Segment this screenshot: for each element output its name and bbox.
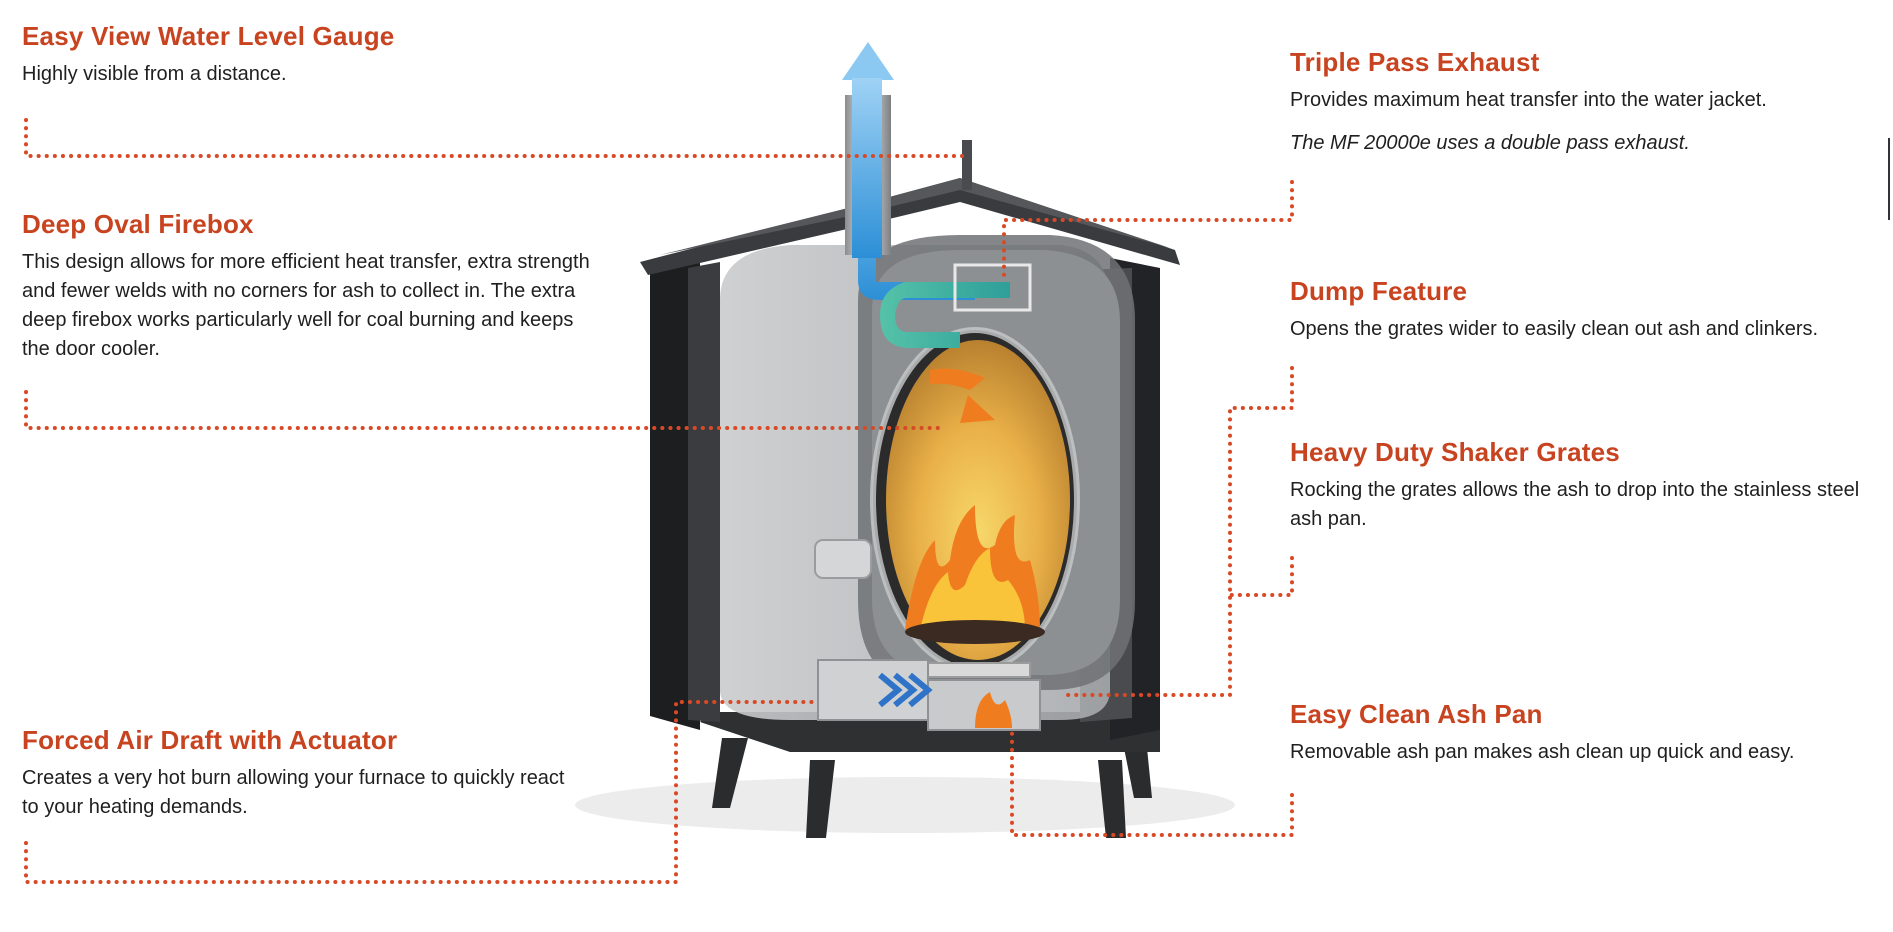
callout-title: Forced Air Draft with Actuator xyxy=(22,725,398,755)
exhaust-arrow-stem xyxy=(852,78,882,258)
callout-text: Removable ash pan makes ash clean up qui… xyxy=(1290,740,1795,763)
leader-water-gauge xyxy=(24,118,967,158)
callout-dump: Dump Feature Opens the grates wider to e… xyxy=(1290,276,1880,344)
cabinet-left-wall xyxy=(650,258,700,730)
callout-text: Rocking the grates allows the ash to dro… xyxy=(1290,478,1860,530)
ash-pan-flame xyxy=(975,692,1012,728)
flame-arrowhead xyxy=(960,395,995,423)
leader-triple-pass xyxy=(1002,180,1294,280)
callout-text: Creates a very hot burn allowing your fu… xyxy=(22,766,565,818)
callout-title: Heavy Duty Shaker Grates xyxy=(1290,437,1620,467)
leader-lines xyxy=(24,118,1294,884)
floor-shadow xyxy=(575,777,1235,833)
callout-ash-pan: Easy Clean Ash Pan Removable ash pan mak… xyxy=(1290,699,1880,767)
callout-text: This design allows for more efficient he… xyxy=(22,250,590,360)
callout-title: Dump Feature xyxy=(1290,276,1468,306)
shaker-grates xyxy=(919,662,1031,678)
callout-forced-air: Forced Air Draft with Actuator Creates a… xyxy=(22,725,582,822)
heat-pass-flow xyxy=(880,282,1010,348)
callout-text: Opens the grates wider to easily clean o… xyxy=(1290,317,1819,340)
callout-title: Triple Pass Exhaust xyxy=(1290,47,1540,77)
callout-title: Easy Clean Ash Pan xyxy=(1290,699,1543,729)
leader-forced-air xyxy=(24,700,820,884)
callout-water-gauge: Easy View Water Level Gauge Highly visib… xyxy=(22,21,582,89)
leader-dump-shaker xyxy=(1062,366,1294,697)
exhaust-baffle xyxy=(953,263,1032,312)
callout-title: Easy View Water Level Gauge xyxy=(22,21,395,51)
base-frame xyxy=(700,712,1160,752)
callout-title: Deep Oval Firebox xyxy=(22,209,254,239)
water-gauge-pipe xyxy=(962,140,972,190)
flame-flow-arrow xyxy=(930,368,985,390)
scrollbar-indicator[interactable] xyxy=(1888,138,1890,220)
callout-shaker: Heavy Duty Shaker Grates Rocking the gra… xyxy=(1290,437,1885,534)
callout-firebox: Deep Oval Firebox This design allows for… xyxy=(22,209,592,364)
blower-unit xyxy=(814,539,933,721)
roof-top xyxy=(660,178,1170,255)
leader-shaker-tick xyxy=(1228,556,1294,597)
callout-note: The MF 20000e uses a double pass exhaust… xyxy=(1290,131,1690,154)
callout-triple-pass: Triple Pass Exhaust Provides maximum hea… xyxy=(1290,47,1880,158)
callout-text: Highly visible from a distance. xyxy=(22,62,287,85)
fire-flames xyxy=(905,505,1045,644)
cabinet-inner-left xyxy=(688,262,720,722)
furnace-legs xyxy=(712,738,1152,838)
callout-text: Provides maximum heat transfer into the … xyxy=(1290,88,1767,111)
leader-ash-pan xyxy=(1010,726,1294,837)
exhaust-arrowhead xyxy=(842,42,894,80)
